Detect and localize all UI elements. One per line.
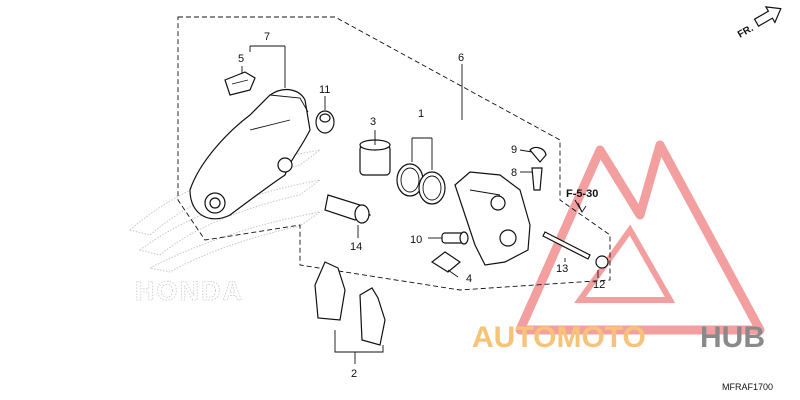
callout-14: 14 (350, 241, 362, 253)
leader-lines (241, 45, 599, 364)
arrow-right-icon (753, 6, 782, 27)
brake-pad-set (314, 261, 386, 346)
reference-label: F-5-30 (566, 188, 598, 200)
pad-pin (542, 231, 591, 260)
direction-indicator: FR. (736, 6, 782, 41)
pin-plug (595, 255, 609, 269)
callout-1: 1 (418, 108, 424, 120)
piston (359, 139, 391, 176)
honda-wing-logo: HONDA (128, 149, 321, 306)
diagram-code: MFRAF1700 (722, 382, 773, 392)
honda-brand-text: HONDA (135, 276, 244, 306)
assembly-boundary (177, 16, 611, 291)
callout-10: 10 (410, 234, 422, 246)
slide-pin (441, 231, 469, 245)
bracket-bolt (315, 110, 335, 134)
callout-8: 8 (511, 167, 517, 179)
callout-6: 6 (458, 52, 464, 64)
watermark-automoto: AUTOMOTO (472, 321, 646, 354)
callout-3: 3 (370, 116, 376, 128)
callout-2: 2 (351, 368, 357, 380)
callout-9: 9 (511, 144, 517, 156)
callout-13: 13 (556, 263, 568, 275)
pad-retainer (430, 251, 462, 273)
bleeder-cap (529, 146, 547, 163)
piston-seal-set (396, 163, 446, 205)
direction-label: FR. (736, 23, 756, 41)
callout-5: 5 (238, 53, 244, 65)
pad-spring-clip (224, 71, 256, 96)
bleeder-screw (531, 167, 543, 191)
callout-12: 12 (593, 279, 605, 291)
callout-4: 4 (466, 273, 472, 285)
caliper-body (454, 171, 531, 266)
pin-boot (324, 194, 372, 224)
callout-11: 11 (319, 84, 330, 96)
caliper-bracket (189, 88, 311, 220)
watermark-hub: HUB (700, 321, 765, 354)
callout-7: 7 (264, 31, 270, 43)
